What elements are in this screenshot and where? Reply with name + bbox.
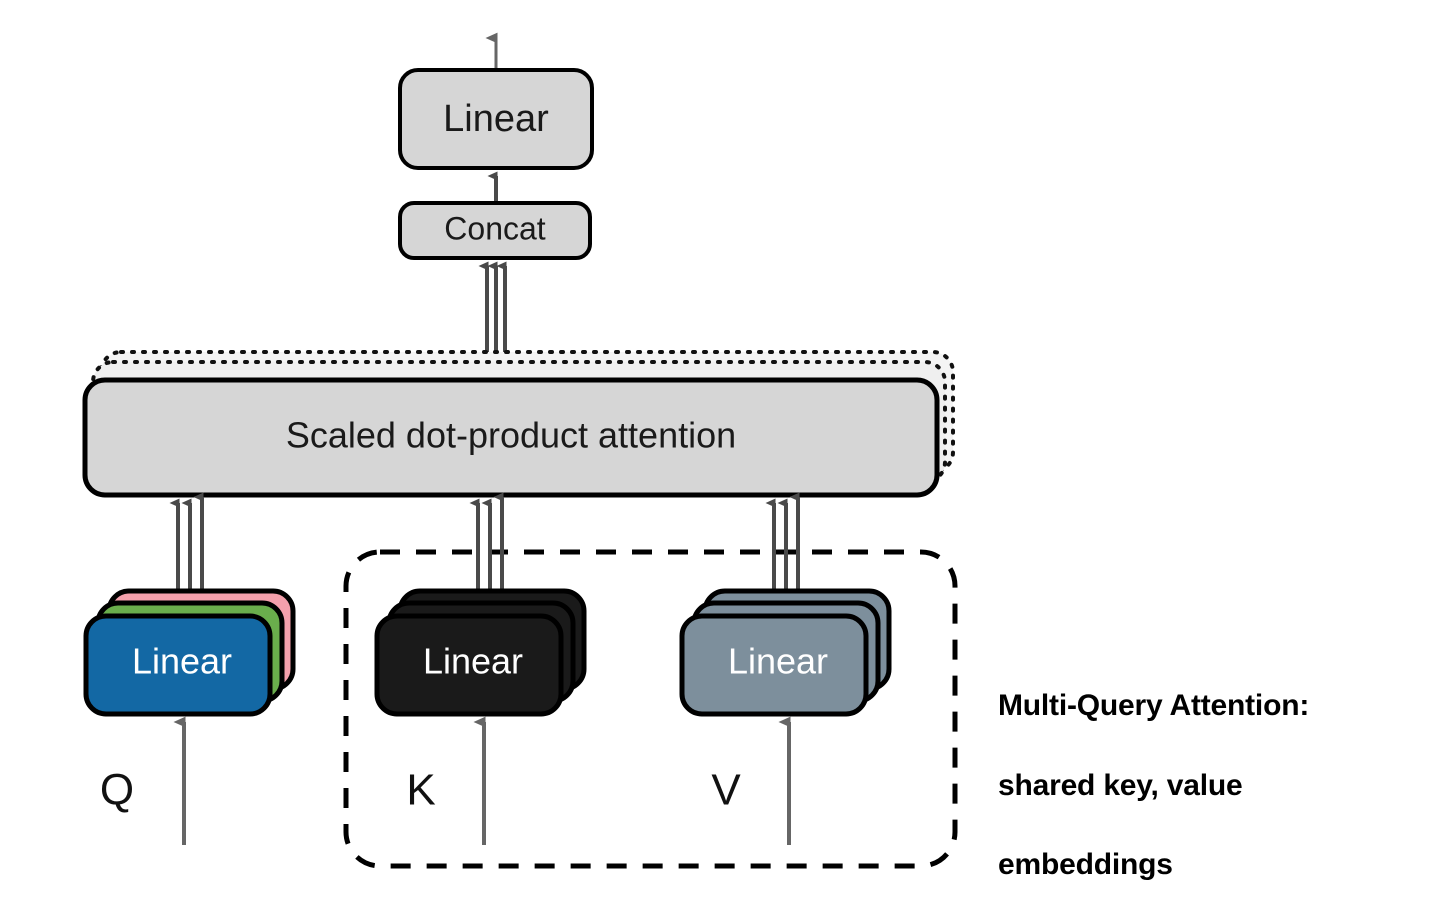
query-linear-label: Linear — [132, 641, 232, 682]
query-linear-stack-front — [83, 613, 273, 717]
value-linear-label: Linear — [728, 641, 828, 682]
key-linear-stack-front — [374, 613, 564, 717]
key-linear-label: Linear — [423, 641, 523, 682]
output-linear-rect — [398, 68, 594, 170]
caption-line-2: shared key, value — [998, 768, 1243, 802]
attention-rect — [82, 377, 940, 498]
value-linear-stack-front — [679, 613, 869, 717]
value-projection-group[interactable]: Linear V — [679, 497, 892, 845]
shared-kv-dashed-border — [343, 549, 958, 869]
concat-block[interactable]: Concat — [398, 201, 592, 260]
attention-label: Scaled dot-product attention — [286, 415, 736, 456]
query-input-label: Q — [100, 766, 134, 815]
output-linear-label: Linear — [443, 98, 549, 140]
concat-rect — [398, 201, 592, 260]
output-linear-block[interactable]: Linear — [398, 68, 594, 170]
caption-line-1: Multi-Query Attention: — [998, 688, 1310, 722]
caption-line-3: embeddings — [998, 848, 1173, 882]
query-projection-group[interactable]: Linear Q — [83, 497, 296, 845]
concat-label: Concat — [444, 210, 546, 246]
scaled-dot-product-attention-block[interactable]: Scaled dot-product attention — [82, 377, 940, 498]
caption-block: Multi-Query Attention: shared key, value… — [998, 646, 1418, 903]
key-projection-group[interactable]: Linear K — [374, 497, 587, 845]
key-input-label: K — [406, 766, 435, 815]
value-input-label: V — [711, 766, 741, 815]
shared-kv-group — [343, 549, 958, 869]
